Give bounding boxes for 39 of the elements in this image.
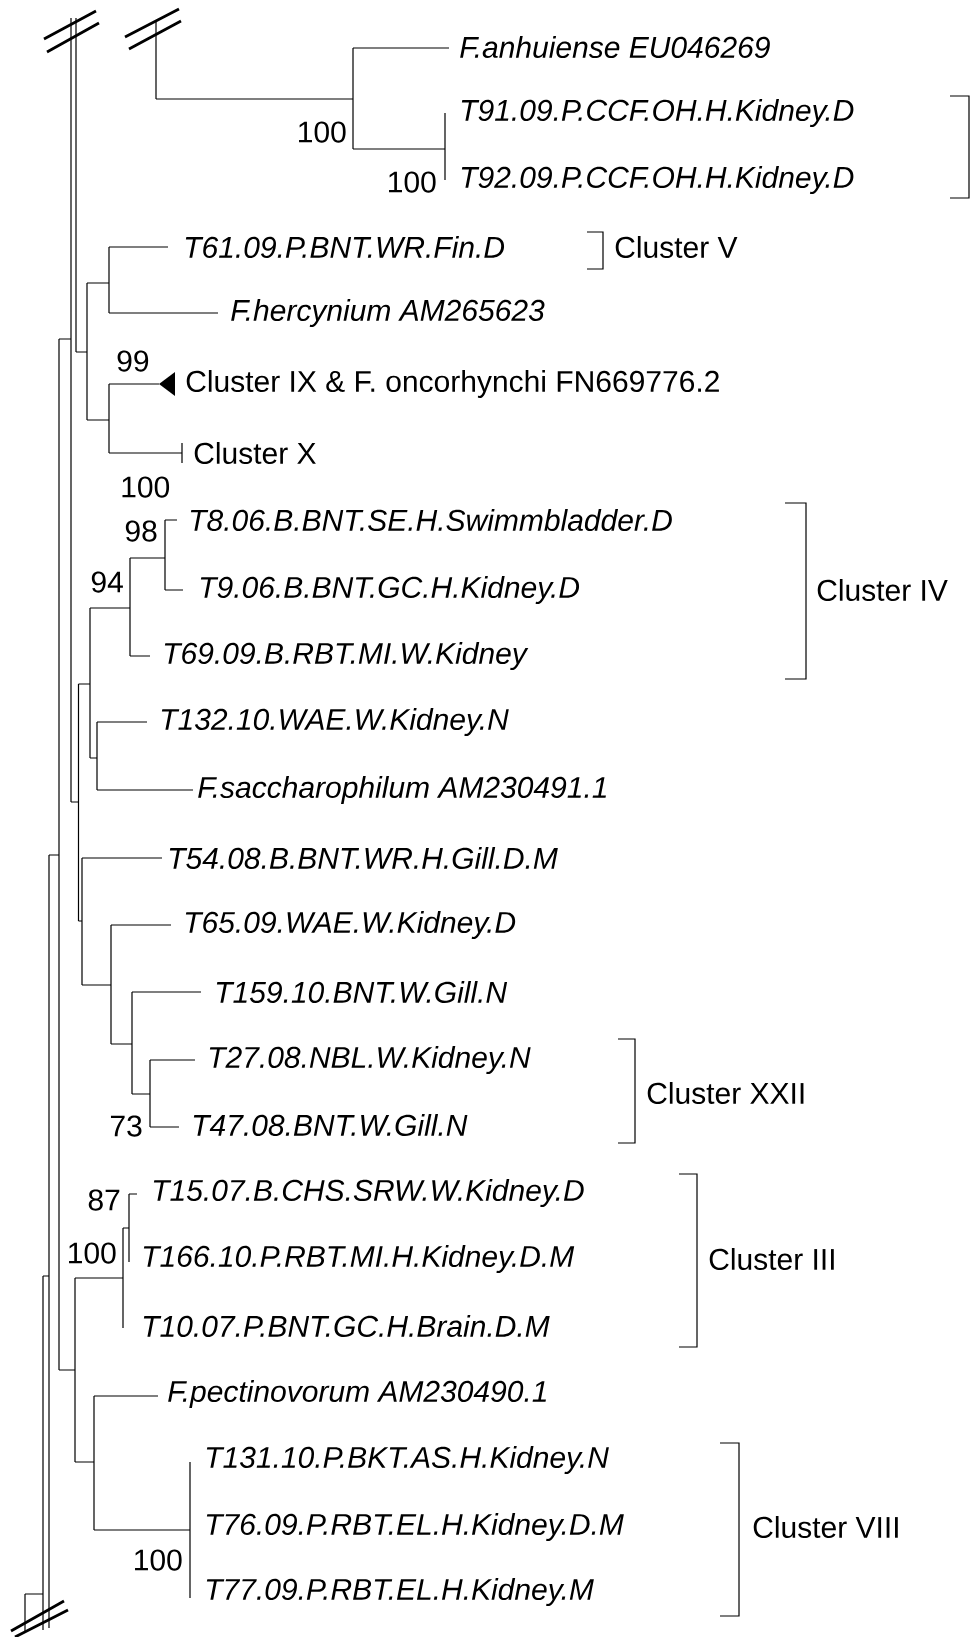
taxon-label: T77.09.P.RBT.EL.H.Kidney.M <box>206 1578 594 1606</box>
cluster-label: Cluster VIII <box>753 1516 898 1539</box>
taxon-label: T15.07.B.CHS.SRW.W.Kidney.D <box>153 1179 584 1207</box>
taxon-label: T132.10.WAE.W.Kidney.N <box>161 708 509 736</box>
cluster-label: Cluster IV <box>817 579 948 602</box>
taxon-label: T9.06.B.BNT.GC.H.Kidney.D <box>200 576 580 604</box>
taxon-label: T76.09.P.RBT.EL.H.Kidney.D.M <box>206 1513 624 1541</box>
taxon-label: T166.10.P.RBT.MI.H.Kidney.D.M <box>143 1245 575 1273</box>
bootstrap-value: 100 <box>135 1549 182 1571</box>
taxon-label: T92.09.P.CCF.OH.H.Kidney.D <box>461 166 854 194</box>
bootstrap-value: 98 <box>125 520 157 542</box>
taxon-label: T91.09.P.CCF.OH.H.Kidney.D <box>461 99 854 127</box>
taxon-label: T61.09.P.BNT.WR.Fin.D <box>185 236 505 259</box>
bootstrap-value: 100 <box>299 121 346 143</box>
taxon-label: T8.06.B.BNT.SE.H.Swimmbladder.D <box>190 509 672 532</box>
cluster-label: Cluster V <box>615 236 738 259</box>
cluster-label: Cluster XXII <box>647 1082 804 1105</box>
bootstrap-value: 99 <box>117 350 149 372</box>
cluster-label: Cluster X <box>194 442 316 465</box>
taxon-label: F.anhuiense EU046269 <box>460 36 770 59</box>
taxon-label: T54.08.B.BNT.WR.H.Gill.D.M <box>169 847 558 870</box>
bootstrap-value: 100 <box>69 1242 116 1264</box>
taxon-label: T159.10.BNT.W.Gill.N <box>216 981 508 1004</box>
taxon-label: T27.08.NBL.W.Kidney.N <box>209 1046 531 1074</box>
bootstrap-value: 73 <box>110 1115 142 1137</box>
taxon-label: T10.07.P.BNT.GC.H.Brain.D.M <box>143 1315 550 1338</box>
cluster-label: Cluster IX & F. oncorhynchi FN669776.2 <box>186 370 719 398</box>
taxon-label: T131.10.P.BKT.AS.H.Kidney.N <box>206 1446 609 1474</box>
taxon-label: F.hercynium AM265623 <box>231 299 545 327</box>
taxon-label: T65.09.WAE.W.Kidney.D <box>185 911 516 939</box>
taxon-label: F.saccharophilum AM230491.1 <box>198 776 606 804</box>
taxon-label: T69.09.B.RBT.MI.W.Kidney <box>164 642 529 670</box>
bootstrap-value: 100 <box>389 171 436 193</box>
taxon-label: F.pectinovorum AM230490.1 <box>168 1380 546 1408</box>
taxon-label: T47.08.BNT.W.Gill.N <box>193 1114 468 1137</box>
bootstrap-value: 94 <box>91 571 123 593</box>
bootstrap-value: 87 <box>88 1189 120 1211</box>
bootstrap-value: 100 <box>122 476 170 498</box>
cluster-label: Cluster III <box>709 1248 834 1271</box>
